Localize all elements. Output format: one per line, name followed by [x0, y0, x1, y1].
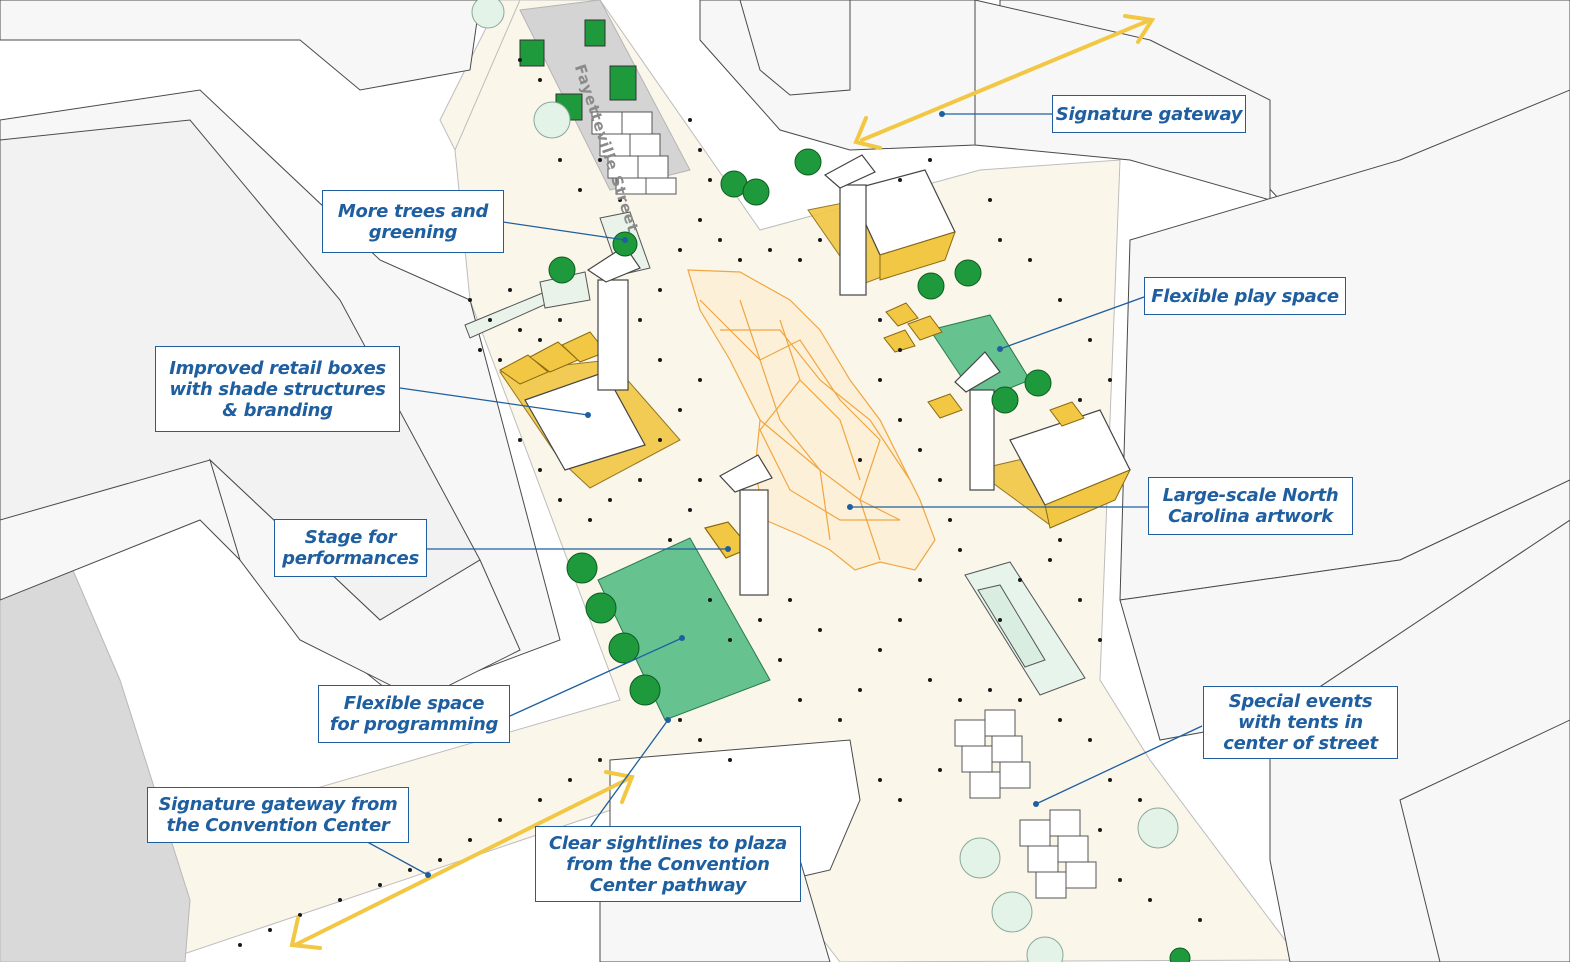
gateway-arrow-top — [853, 14, 1156, 150]
callout-text: Signature gateway — [1055, 103, 1243, 125]
callout-text: Flexible play space — [1151, 285, 1339, 307]
callout-special-events: Special events with tents in center of s… — [1203, 686, 1398, 759]
gateway-towers — [586, 154, 1001, 596]
callout-text-line: Large-scale North — [1162, 485, 1339, 506]
callout-more-trees: More trees and greening — [322, 190, 504, 253]
callout-text-line: performances — [282, 548, 419, 569]
leader-lines — [359, 113, 1203, 876]
callout-text-line: Signature gateway from — [158, 794, 398, 815]
callout-text-line: & branding — [222, 399, 333, 421]
event-tents — [954, 709, 1097, 899]
callout-text-line: Carolina artwork — [1168, 506, 1333, 527]
callout-text-line: with tents in — [1238, 712, 1363, 733]
pale-trees — [471, 0, 1179, 962]
callout-text-line: Stage for — [304, 527, 397, 548]
callout-text-line: from the Convention — [566, 853, 770, 875]
callout-stage: Stage for performances — [274, 519, 427, 577]
retail-box-left — [499, 331, 681, 489]
callout-text-line: Flexible space — [343, 693, 485, 714]
callout-nc-artwork: Large-scale North Carolina artwork — [1148, 477, 1353, 535]
nc-artwork-mesh — [687, 269, 936, 571]
leader-dots — [425, 111, 1039, 878]
callout-text-line: More trees and — [337, 200, 489, 222]
callout-text-line: with shade structures — [169, 378, 386, 400]
callout-text-line: Clear sightlines to plaza — [549, 832, 787, 854]
callout-sightlines: Clear sightlines to plaza from the Conve… — [535, 826, 801, 902]
callout-text-line: for programming — [329, 714, 499, 735]
callout-gateway-convention: Signature gateway from the Convention Ce… — [147, 787, 409, 843]
callout-retail-boxes: Improved retail boxes with shade structu… — [155, 346, 400, 432]
umbrellas-play — [883, 302, 1085, 427]
callout-signature-gateway: Signature gateway — [1052, 95, 1246, 133]
callout-flexible-play: Flexible play space — [1144, 277, 1346, 315]
street-tents-top — [591, 111, 677, 195]
callout-flexible-programming: Flexible space for programming — [318, 685, 510, 743]
callout-text-line: Center pathway — [589, 874, 747, 896]
water-feature — [964, 561, 1086, 696]
retail-box-top — [807, 169, 956, 286]
callout-text-line: greening — [368, 221, 458, 243]
lawn-programming — [597, 537, 771, 721]
green-trees — [548, 148, 1191, 962]
callout-text-line: Improved retail boxes — [169, 357, 386, 379]
callout-text-line: center of street — [1223, 733, 1378, 754]
callout-text-line: Special events — [1228, 691, 1373, 712]
callout-text-line: the Convention Center — [166, 815, 390, 836]
gateway-arrow-convention — [289, 770, 635, 950]
pedestrians — [238, 58, 1202, 947]
